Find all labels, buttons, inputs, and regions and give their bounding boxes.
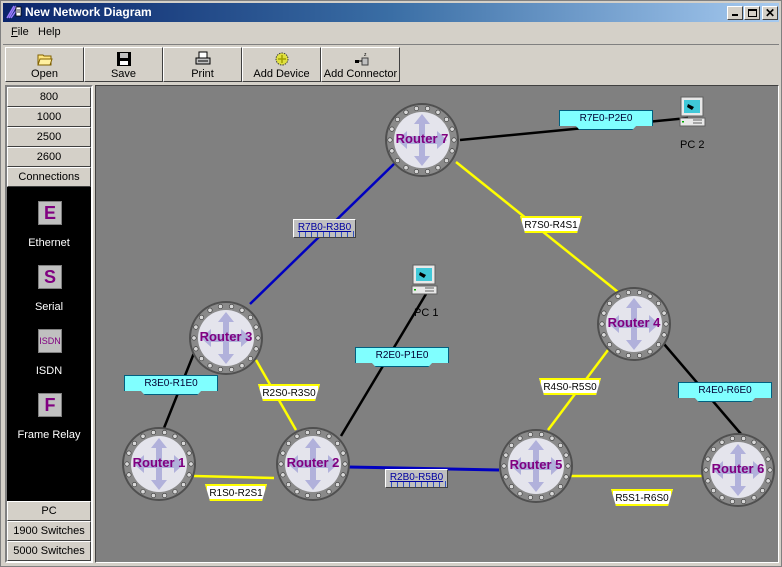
connection-label-r2s0-r3s0[interactable]: R2S0-R3S0 [258, 384, 320, 401]
save-button[interactable]: Save [84, 47, 163, 82]
toolbar: Open Save Print Add Device z Add Connect… [3, 44, 779, 82]
serial-label: Serial [34, 301, 64, 313]
router-5[interactable]: Router 5 [498, 428, 574, 504]
connection-label-r7e0-p2e0[interactable]: R7E0-P2E0 [559, 110, 653, 130]
device-icon [275, 52, 288, 66]
connection-label-r7b0-r3b0[interactable]: R7B0-R3B0 [293, 219, 356, 238]
router-icon [701, 433, 775, 507]
connection-label-r3e0-r1e0[interactable]: R3E0-R1E0 [124, 375, 218, 395]
add-device-button[interactable]: Add Device [242, 47, 321, 82]
router-icon [385, 103, 459, 177]
palette-connections[interactable]: Connections [7, 167, 91, 187]
isdn-label: ISDN [35, 365, 63, 377]
maximize-button[interactable] [744, 6, 760, 20]
diagram-canvas[interactable]: Router 7 Router 3 Router 4 Router 1 Router 2… [95, 85, 779, 563]
router-label: Router 1 [132, 455, 186, 470]
router-6[interactable]: Router 6 [700, 432, 776, 508]
open-button[interactable]: Open [5, 47, 84, 82]
line-r2-r5[interactable] [347, 465, 500, 472]
pc-1[interactable] [410, 264, 440, 298]
maximize-icon [747, 9, 757, 17]
window-title: New Network Diagram [25, 5, 152, 19]
router-label: Router 5 [509, 457, 563, 472]
svg-text:z: z [364, 52, 367, 58]
pc-label: PC 2 [680, 139, 705, 151]
router-label: Router 6 [711, 461, 765, 476]
router-7[interactable]: Router 7 [384, 102, 460, 178]
palette-pc[interactable]: PC [7, 501, 91, 521]
router-2[interactable]: Router 2 [275, 426, 351, 502]
menu-file-rest: ile [17, 26, 29, 38]
menu-help[interactable]: Help [38, 26, 61, 38]
computer-icon [679, 96, 706, 127]
pc-2[interactable] [678, 96, 708, 130]
palette-5000-switches[interactable]: 5000 Switches [7, 541, 91, 561]
close-button[interactable]: ✕ [762, 6, 778, 20]
palette-2500[interactable]: 2500 [7, 127, 91, 147]
router-label: Router 3 [199, 329, 253, 344]
folder-icon [36, 54, 53, 66]
connection-label-r2b0-r5b0[interactable]: R2B0-R5B0 [385, 469, 448, 488]
router-icon [122, 427, 196, 501]
router-icon [276, 427, 350, 501]
print-label: Print [191, 68, 214, 80]
connector-icon: z [354, 52, 368, 66]
router-icon [189, 301, 263, 375]
close-icon: ✕ [764, 6, 776, 20]
palette-1000[interactable]: 1000 [7, 107, 91, 127]
app-icon [6, 5, 22, 19]
line-r1-r2[interactable] [193, 474, 275, 480]
router-icon [499, 429, 573, 503]
menu-bar: File Help [3, 23, 779, 42]
connection-label-r2e0-p1e0[interactable]: R2E0-P1E0 [355, 347, 449, 367]
menu-file[interactable]: File [11, 26, 29, 38]
add-connector-label: Add Connector [323, 68, 398, 80]
floppy-icon [116, 52, 131, 66]
connection-label-r4e0-r6e0[interactable]: R4E0-R6E0 [678, 382, 772, 402]
add-device-label: Add Device [253, 68, 310, 80]
add-connector-button[interactable]: z Add Connector [321, 47, 400, 82]
pc-label: PC 1 [414, 307, 439, 319]
palette-1900-switches[interactable]: 1900 Switches [7, 521, 91, 541]
save-label: Save [110, 68, 137, 80]
router-3[interactable]: Router 3 [188, 300, 264, 376]
router-label: Router 7 [395, 131, 449, 146]
router-4[interactable]: Router 4 [596, 286, 672, 362]
minimize-button[interactable] [727, 6, 743, 20]
frame-relay-icon: F [38, 393, 62, 417]
router-icon [597, 287, 671, 361]
connection-label-r4s0-r5s0[interactable]: R4S0-R5S0 [539, 378, 601, 395]
frame-relay-label: Frame Relay [17, 429, 81, 441]
printer-icon [195, 51, 210, 65]
ethernet-label: Ethernet [28, 237, 70, 249]
ethernet-icon: E [38, 201, 62, 225]
connection-label-r1s0-r2s1[interactable]: R1S0-R2S1 [205, 484, 267, 501]
serial-icon: S [38, 265, 62, 289]
router-label: Router 4 [607, 315, 661, 330]
open-label: Open [31, 68, 58, 80]
title-bar[interactable]: New Network Diagram ✕ [3, 3, 779, 22]
palette-800[interactable]: 800 [7, 87, 91, 107]
router-1[interactable]: Router 1 [121, 426, 197, 502]
router-label: Router 2 [286, 455, 340, 470]
computer-icon [411, 264, 438, 295]
connection-label-r7s0-r4s1[interactable]: R7S0-R4S1 [520, 216, 582, 233]
menu-file-accel: F [11, 26, 18, 38]
minimize-icon [732, 14, 738, 16]
palette-2600[interactable]: 2600 [7, 147, 91, 167]
device-palette: 800 1000 2500 2600 Connections E Etherne… [5, 85, 93, 563]
connection-label-r5s1-r6s0[interactable]: R5S1-R6S0 [611, 489, 673, 506]
print-button[interactable]: Print [163, 47, 242, 82]
isdn-icon: ISDN [38, 329, 62, 353]
